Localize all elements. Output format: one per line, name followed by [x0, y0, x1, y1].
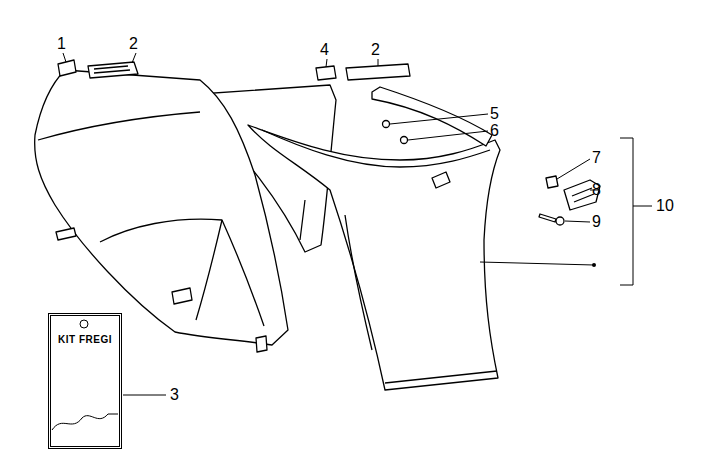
kit-label: KIT FREGI — [51, 334, 119, 345]
emblem-piece — [58, 60, 76, 76]
handle-piece — [372, 87, 492, 146]
callout-number: 8 — [592, 182, 601, 198]
bag-wave — [52, 414, 118, 430]
callout-number: 5 — [490, 106, 499, 122]
callout-number: 9 — [592, 214, 601, 230]
rear-piece — [248, 125, 500, 390]
logo-mark — [80, 320, 88, 328]
callout-number: 2 — [129, 36, 138, 52]
screw-9 — [539, 214, 556, 222]
latch-piece — [432, 172, 450, 188]
kit-bag: KIT FREGI — [48, 313, 122, 449]
callout-number: 10 — [656, 198, 674, 214]
callout-number: 3 — [170, 387, 179, 403]
small-badge — [316, 66, 336, 80]
panel-clip — [172, 288, 192, 304]
clip-7 — [546, 176, 558, 188]
plate-8 — [564, 180, 600, 210]
callout-number: 6 — [490, 123, 499, 139]
callout-number: 1 — [57, 36, 66, 52]
callout-number: 7 — [592, 150, 601, 166]
callout-number: 2 — [371, 42, 380, 58]
panel-clip — [256, 336, 267, 352]
panel-slot — [56, 228, 76, 240]
left-side-panel — [35, 70, 288, 345]
badge-piece — [88, 62, 138, 78]
callout-number: 4 — [320, 42, 329, 58]
strip-badge — [346, 64, 410, 80]
